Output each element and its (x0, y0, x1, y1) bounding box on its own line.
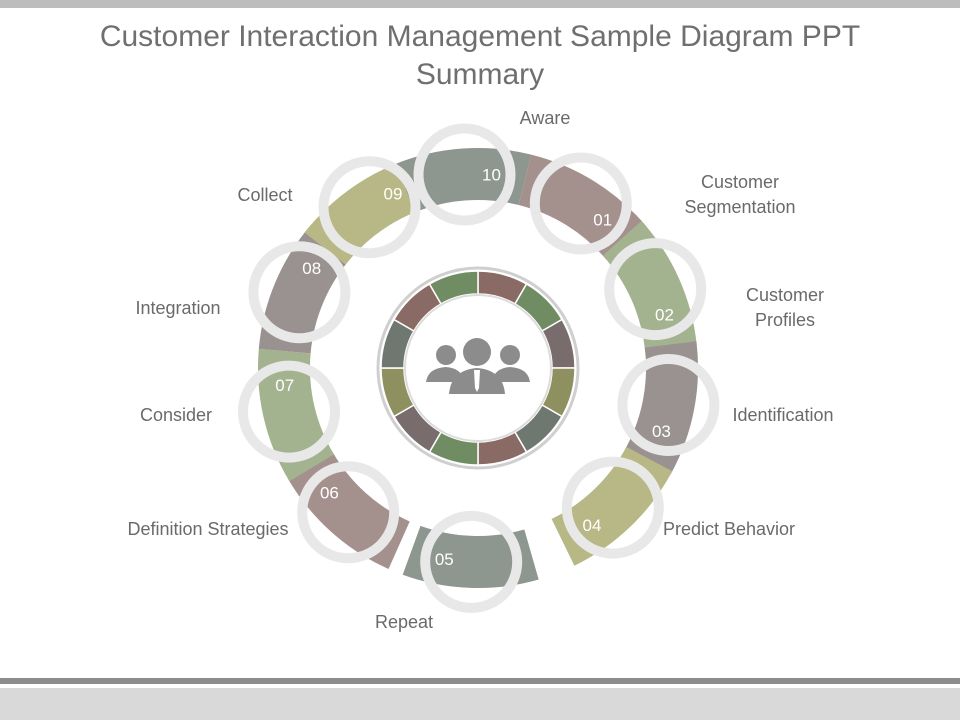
stage-node-ring-02 (604, 238, 707, 341)
stage-node-ring-10 (413, 123, 516, 226)
stage-number-04: 04 (583, 516, 602, 535)
inner-ring (376, 266, 580, 470)
stage-label-05: Repeat (375, 612, 433, 632)
stage-node-ring-01 (529, 152, 632, 255)
stage-node-ring-09 (318, 156, 421, 259)
stage-number-08: 08 (302, 259, 321, 278)
stage-node-ring-04 (561, 456, 664, 559)
title-line-1: Customer Interaction Management Sample D… (99, 20, 861, 53)
stage-node-ring-08 (248, 241, 351, 344)
people-group-icon (426, 338, 530, 394)
title-line-2: Summary (415, 58, 545, 91)
stage-label-04: Predict Behavior (663, 519, 795, 539)
stage-node-ring-07 (238, 360, 340, 463)
top-bar (0, 0, 960, 8)
stage-node-ring-03 (617, 354, 720, 456)
slide-title: Customer Interaction Management Sample D… (40, 18, 920, 94)
stage-label-03: Identification (732, 405, 833, 425)
stage-number-07: 07 (275, 376, 294, 395)
stage-label-08: Integration (135, 298, 220, 318)
stage-number-02: 02 (655, 306, 674, 325)
stage-node-ring-05 (420, 510, 523, 613)
inner-ring-outline (376, 266, 580, 470)
stage-number-05: 05 (435, 550, 454, 569)
stage-label-10: Aware (520, 108, 571, 128)
stage-number-06: 06 (320, 484, 339, 503)
stage-nodes: 01 02 03 04 05 06 07 08 09 10 (238, 123, 720, 613)
stage-label-06: Definition Strategies (127, 519, 288, 539)
stage-number-01: 01 (593, 210, 612, 229)
stage-label-07: Consider (140, 405, 212, 425)
stage-number-10: 10 (482, 166, 501, 185)
footer-line (0, 678, 960, 684)
footer-bar (0, 688, 960, 720)
stage-number-03: 03 (652, 422, 671, 441)
stage-label-09: Collect (237, 185, 292, 205)
stage-number-09: 09 (384, 185, 403, 204)
stage-node-ring-06 (297, 461, 400, 564)
center-disc (404, 294, 552, 442)
